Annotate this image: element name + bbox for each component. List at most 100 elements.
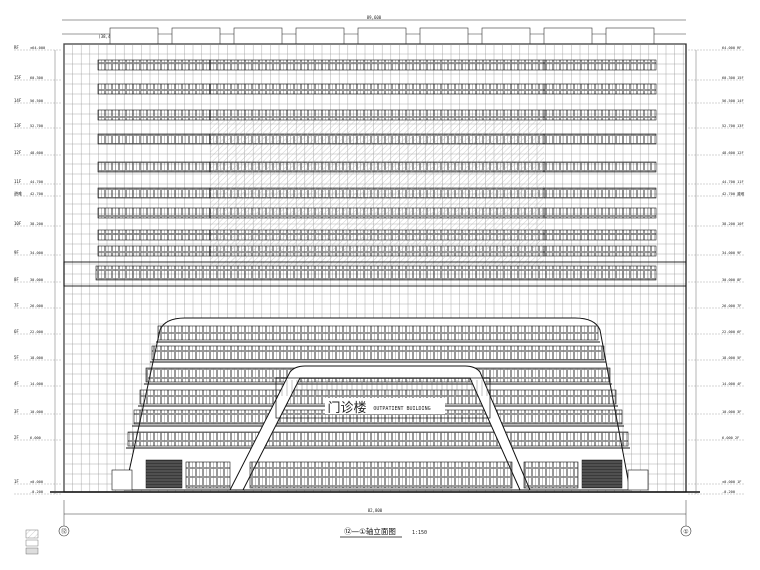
inner-dim-label: (38,400) — [98, 34, 117, 39]
window-band-left — [97, 133, 211, 145]
parapet — [109, 27, 159, 45]
window-band-center — [209, 59, 545, 71]
level-name: 2F — [14, 435, 19, 440]
level-name: 10F — [14, 221, 22, 226]
parapet — [295, 27, 345, 45]
parapet — [481, 27, 531, 45]
band-window-strip — [95, 265, 657, 281]
level-elevation: 30.000 8F — [722, 278, 741, 282]
overall-dim-label: 89,600 — [367, 15, 382, 20]
level-elevation: 42.700 避难 — [722, 191, 745, 196]
canopy-vertical-lines — [281, 380, 488, 396]
legend-swatch-1 — [25, 529, 39, 539]
bottom-dimension: 82,800 ⑫ ① — [58, 500, 692, 537]
level-name: RF — [14, 45, 19, 50]
level-elevation: 18.000 5F — [722, 356, 741, 360]
podium-window-row — [151, 345, 605, 361]
parapet — [543, 27, 593, 45]
level-elevation: 44.700 — [30, 180, 43, 184]
level-elevation: ±0.000 — [30, 480, 43, 484]
entrance-canopy-face — [275, 377, 491, 419]
level-name: 1F — [14, 479, 19, 484]
window-band-right — [543, 161, 657, 173]
window-band-right — [543, 59, 657, 71]
axis-bubble-left — [58, 525, 70, 537]
level-name: 7F — [14, 303, 19, 308]
building: 门诊楼 OUTPATIENT BUILDING — [50, 27, 700, 493]
window-band-right — [543, 109, 657, 121]
level-name: 3F — [14, 409, 19, 414]
level-elevation: 22.000 — [30, 330, 43, 334]
level-elevation: 30.000 — [30, 278, 43, 282]
level-name: 6F — [14, 329, 19, 334]
storefront-left — [185, 461, 231, 489]
level-elevation: -0.200 — [722, 490, 735, 494]
level-elevation: 10.000 — [30, 410, 43, 414]
level-name: 14F — [14, 98, 22, 103]
level-elevation: 48.600 — [30, 151, 43, 155]
level-name: 15F — [14, 75, 22, 80]
legend-swatch-2 — [25, 539, 39, 547]
level-elevation: 26.000 7F — [722, 304, 741, 308]
window-band-left — [97, 187, 211, 199]
window-band-right — [543, 83, 657, 95]
transfer-band-windows — [95, 265, 657, 281]
window-band-right — [543, 229, 657, 241]
bottom-dim-label: 82,800 — [368, 508, 383, 513]
transfer-band — [63, 261, 687, 287]
axis-right-label: ① — [683, 529, 688, 536]
drawing-caption: ⑫—①轴立面图 — [344, 526, 396, 536]
level-elevation: 56.500 14F — [722, 99, 744, 103]
level-name: 11F — [14, 179, 22, 184]
level-elevation: 52.700 13F — [722, 124, 744, 128]
window-band-center — [209, 83, 545, 95]
level-elevation: ±0.000 1F — [722, 480, 741, 484]
storefront-center — [249, 461, 513, 489]
level-name: 5F — [14, 355, 19, 360]
parapet — [605, 27, 655, 45]
entrance-arch — [229, 365, 531, 491]
level-elevation: 64.000 RF — [722, 46, 741, 50]
door-right — [627, 469, 649, 491]
level-elevation: 44.700 11F — [722, 180, 744, 184]
window-band-right — [543, 133, 657, 145]
level-elevation: 10.000 3F — [722, 410, 741, 414]
level-elevation: 52.700 — [30, 124, 43, 128]
axis-bubble-right — [680, 525, 692, 537]
level-elevation: 60.300 15F — [722, 76, 744, 80]
podium-window-row — [127, 431, 629, 447]
level-name: 8F — [14, 277, 19, 282]
sign-chinese: 门诊楼 — [327, 401, 366, 416]
level-name: 12F — [14, 150, 22, 155]
level-elevation: -0.200 — [30, 490, 43, 494]
storefront-right — [523, 461, 579, 489]
window-band-left — [97, 207, 211, 219]
level-name: 13F — [14, 123, 22, 128]
core-hatch — [210, 118, 544, 266]
level-elevation: 26.000 — [30, 304, 43, 308]
level-name: 9F — [14, 250, 19, 255]
window-band-left — [97, 229, 211, 241]
parapet — [357, 27, 407, 45]
level-elevation: 60.300 — [30, 76, 43, 80]
level-elevation: 34.000 9F — [722, 251, 741, 255]
level-elevation: 38.200 — [30, 222, 43, 226]
level-elevation: 42.700 — [30, 192, 43, 196]
level-elevation: 18.000 — [30, 356, 43, 360]
window-band-right — [543, 245, 657, 257]
window-band-left — [97, 83, 211, 95]
parapet — [171, 27, 221, 45]
level-elevation: 56.500 — [30, 99, 43, 103]
podium-window-row — [157, 325, 599, 341]
roof-parapets — [109, 27, 655, 45]
window-band-left — [97, 59, 211, 71]
window-band-left — [97, 109, 211, 121]
level-name: 4F — [14, 381, 19, 386]
level-name: 避难 — [14, 190, 22, 196]
parapet — [419, 27, 469, 45]
level-elevation: 34.000 — [30, 251, 43, 255]
window-band-left — [97, 245, 211, 257]
axis-left-label: ⑫ — [61, 528, 67, 536]
